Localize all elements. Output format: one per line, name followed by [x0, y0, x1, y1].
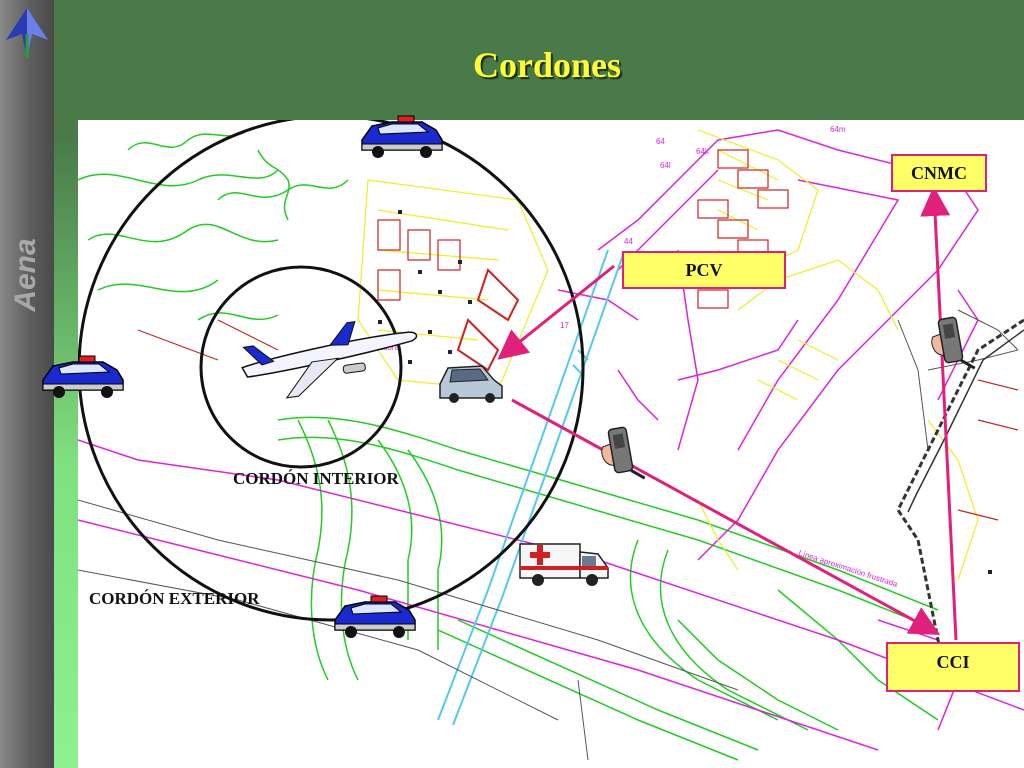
- cnmc-label-text: CNMC: [911, 163, 967, 183]
- cci-label: CCI: [886, 642, 1020, 692]
- outer-cordon-circle: [78, 120, 585, 622]
- cordon-interior-label: CORDÓN INTERIOR: [233, 469, 399, 488]
- map-text-64k: 64k: [696, 147, 710, 156]
- map-text-approach-line: Línea aproximación frustrada: [797, 548, 899, 589]
- cordon-exterior-label: CORDÓN EXTERIOR: [89, 589, 260, 608]
- map-text-64m: 64m: [830, 125, 846, 134]
- map-text-64l: 64l: [660, 161, 671, 170]
- cnmc-label: CNMC: [891, 154, 987, 192]
- header: [78, 0, 1024, 120]
- sidebar: [0, 0, 54, 768]
- airport-map: Línea aproximación frustrada depuradora …: [78, 120, 1024, 768]
- map-text-17: 17: [560, 321, 569, 330]
- map-text-44: 44: [624, 237, 633, 246]
- slide-title: Cordones: [472, 45, 621, 85]
- aena-arrow-logo-icon: [6, 8, 48, 58]
- map-text-depuradora: depuradora: [358, 343, 399, 352]
- sidebar-stripe: [54, 0, 78, 768]
- map-drawing: Línea aproximación frustrada depuradora …: [78, 120, 1024, 761]
- brand-wordmark: Aena: [9, 238, 42, 312]
- cci-label-text: CCI: [936, 652, 970, 672]
- pcv-label: PCV: [622, 251, 786, 289]
- pcv-label-text: PCV: [685, 260, 723, 280]
- map-text-64: 64: [656, 137, 665, 146]
